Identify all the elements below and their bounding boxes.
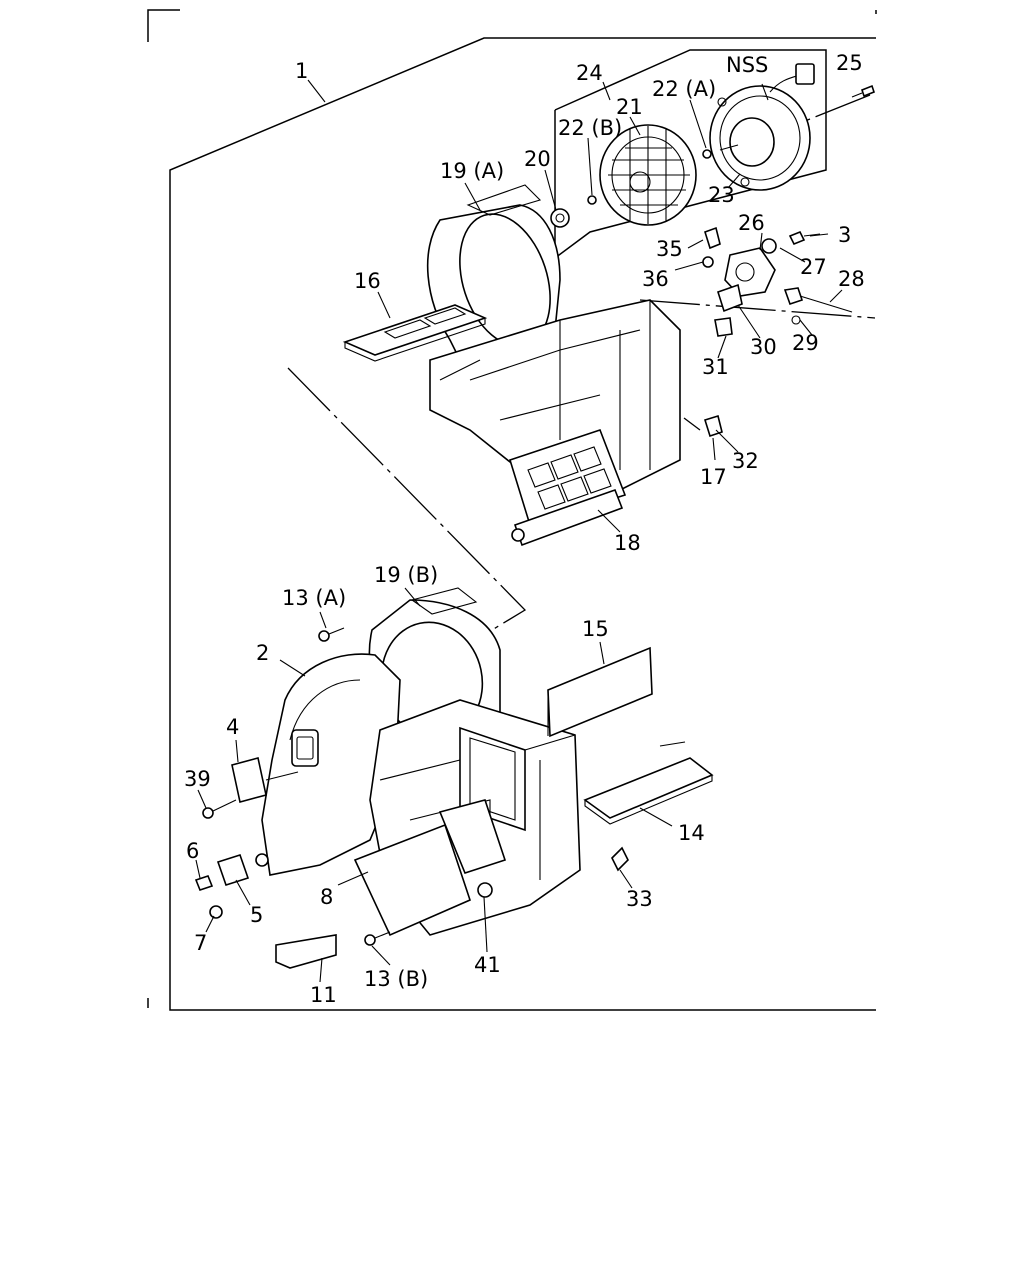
callout-13b: 13 (B) (364, 967, 428, 991)
callout-22a: 22 (A) (652, 77, 716, 101)
part-16-filter-plate (342, 304, 488, 362)
callout-labels: 1 24 NSS 25 22 (A) 21 22 (B) 20 19 (A) 2… (184, 51, 865, 1007)
callout-16: 16 (354, 269, 381, 293)
part-25-screw (851, 84, 875, 98)
callout-28: 28 (838, 267, 865, 291)
leader-lines (195, 79, 843, 983)
callout-30: 30 (750, 335, 777, 359)
part-15-heater-core (547, 646, 653, 738)
callout-1: 1 (295, 59, 308, 83)
part-4-resistor (231, 757, 299, 803)
motor-connector (769, 63, 815, 93)
callout-31: 31 (702, 355, 729, 379)
callout-21: 21 (616, 95, 643, 119)
assembly-frame (169, 37, 876, 1011)
callout-11: 11 (310, 983, 337, 1007)
part-21-fan-wheel (599, 124, 697, 226)
callout-26: 26 (738, 211, 765, 235)
callout-24: 24 (576, 61, 603, 85)
callout-25: 25 (836, 51, 863, 75)
callout-22b: 22 (B) (558, 116, 622, 140)
callout-13a: 13 (A) (282, 586, 346, 610)
part-23-blower-motor (709, 85, 811, 191)
part-13a-screw (318, 627, 345, 642)
callout-6: 6 (186, 839, 199, 863)
callout-33: 33 (626, 887, 653, 911)
callout-8: 8 (320, 885, 333, 909)
callout-41: 41 (474, 953, 501, 977)
callout-27: 27 (800, 255, 827, 279)
part-26-actuator (724, 238, 777, 297)
callout-7: 7 (194, 931, 207, 955)
part-6-clip (194, 875, 214, 891)
part-2-blower-case (261, 653, 401, 876)
blower-subassembly-frame (554, 49, 827, 259)
callout-29: 29 (792, 331, 819, 355)
part-35-clip (704, 226, 721, 250)
callout-nss: NSS (726, 53, 768, 77)
part-3-screw (788, 230, 821, 246)
part-11-bracket (275, 934, 337, 969)
callout-39: 39 (184, 767, 211, 791)
part-8-duct-plate (353, 799, 507, 937)
part-13b-screw (364, 931, 391, 946)
part-22a-washer (702, 149, 712, 159)
callout-18: 18 (614, 531, 641, 555)
part-5-actuator (216, 853, 269, 886)
part-36-clip (702, 256, 714, 268)
callout-3: 3 (838, 223, 851, 247)
callout-19a: 19 (A) (440, 159, 504, 183)
callout-35: 35 (656, 237, 683, 261)
part-39-screw (202, 799, 237, 819)
callout-19b: 19 (B) (374, 563, 438, 587)
part-33-clip (611, 846, 629, 872)
callout-14: 14 (678, 821, 705, 845)
callout-5: 5 (250, 903, 263, 927)
callout-4: 4 (226, 715, 239, 739)
page-corner-marks (147, 9, 877, 1008)
part-28-cable (799, 295, 853, 313)
callout-23: 23 (708, 183, 735, 207)
part-31-link (714, 317, 733, 337)
filter-grid (527, 446, 612, 510)
callout-2: 2 (256, 641, 269, 665)
part-22b-washer (587, 195, 597, 205)
callout-20: 20 (524, 147, 551, 171)
part-14-evaporator (583, 741, 714, 825)
callout-36: 36 (642, 267, 669, 291)
callout-15: 15 (582, 617, 609, 641)
part-41-grommet (477, 882, 493, 898)
part-20-bushing (550, 208, 570, 228)
part-7-screw (209, 905, 223, 919)
callout-17: 17 (700, 465, 727, 489)
upper-blower-housing (426, 184, 681, 547)
callout-32: 32 (732, 449, 759, 473)
part-30-lever (717, 283, 743, 313)
part-29-clamp (783, 287, 804, 325)
